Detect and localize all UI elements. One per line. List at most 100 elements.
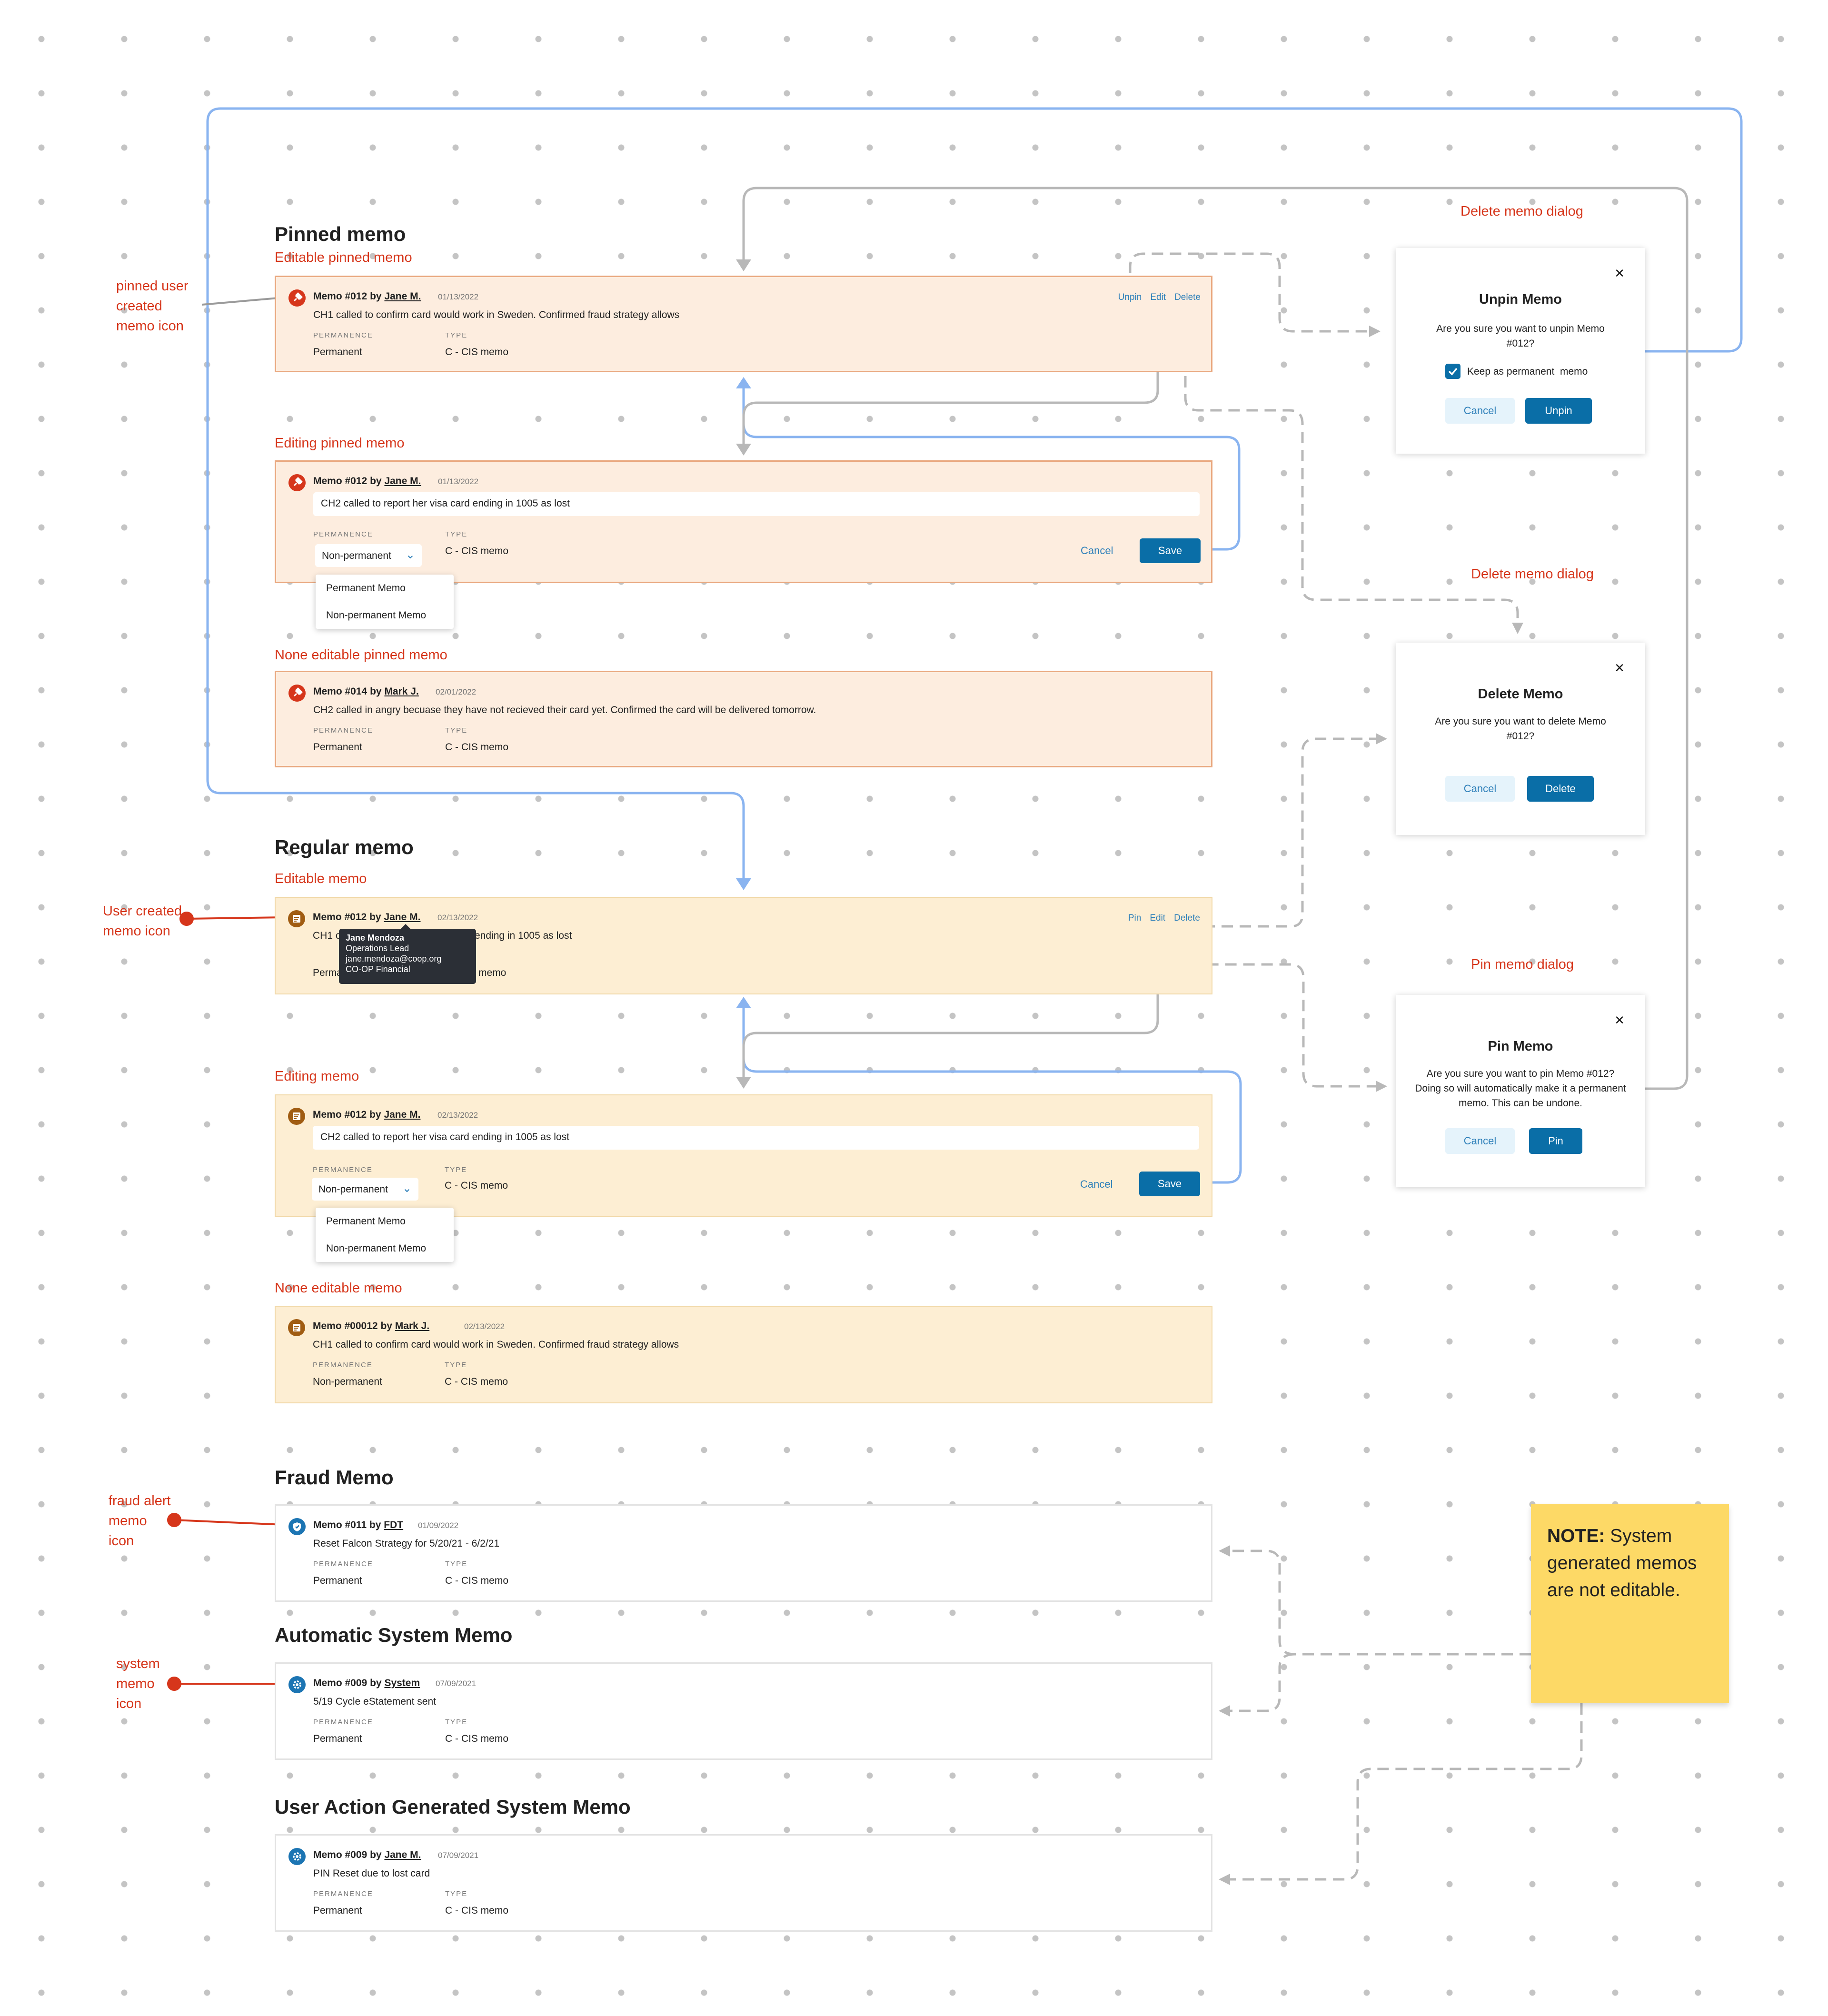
memo-body: Reset Falcon Strategy for 5/20/21 - 6/2/… <box>313 1538 500 1549</box>
system-memo-icon <box>288 1676 306 1693</box>
permanence-label: PERMANENCE <box>313 1560 373 1568</box>
unpin-link[interactable]: Unpin <box>1118 292 1142 302</box>
delete-button[interactable]: Delete <box>1527 776 1594 802</box>
annot-leader-pinned <box>201 297 284 306</box>
flow-edit-regular <box>742 928 1159 1082</box>
flow-edit-pinned <box>742 305 1159 448</box>
memo-header: Memo #00012 by Mark J. <box>313 1321 430 1331</box>
pinned-memo-icon <box>288 289 306 307</box>
permanence-dropdown: Permanent Memo Non-permanent Memo <box>316 575 454 629</box>
permanence-value: Permanent <box>313 1905 362 1916</box>
dropdown-option-nonpermanent[interactable]: Non-permanent Memo <box>326 1243 427 1254</box>
auto-system-section-title: Automatic System Memo <box>275 1624 513 1646</box>
author-link[interactable]: Mark J. <box>395 1321 430 1331</box>
close-icon[interactable]: × <box>1615 1011 1624 1029</box>
author-link[interactable]: Mark J. <box>384 686 419 697</box>
memo-header: Memo #012 by Jane M. <box>313 912 421 923</box>
type-label: TYPE <box>445 1560 468 1568</box>
memo-text-input[interactable]: CH2 called to report her visa card endin… <box>313 1126 1199 1150</box>
delete-link[interactable]: Delete <box>1174 292 1201 302</box>
permanence-value: Non-permanent <box>313 1376 382 1387</box>
memo-text-input[interactable]: CH2 called to report her visa card endin… <box>313 492 1200 516</box>
chevron-down-icon: ⌄ <box>402 1182 412 1195</box>
permanence-value: Permanent <box>313 1733 362 1744</box>
flow-save-regular <box>742 1003 1242 1184</box>
close-icon[interactable]: × <box>1615 264 1624 282</box>
delete-memo-dialog: × Delete Memo Are you sure you want to d… <box>1396 643 1645 835</box>
save-button[interactable]: Save <box>1139 1172 1200 1196</box>
unpin-memo-dialog: × Unpin Memo Are you sure you want to un… <box>1396 248 1645 454</box>
dialog-body: Are you sure you want to unpin Memo #012… <box>1436 323 1605 349</box>
annot-pinned-icon: pinned user created memo icon <box>116 278 189 334</box>
note-text: System generated memos are not editable. <box>1547 1526 1697 1600</box>
permanence-value-partial: Perma <box>313 967 342 978</box>
edit-link[interactable]: Edit <box>1150 913 1166 923</box>
save-button[interactable]: Save <box>1140 538 1201 563</box>
pin-link[interactable]: Pin <box>1128 913 1142 923</box>
note-prefix: NOTE: <box>1547 1526 1605 1546</box>
type-value: C - CIS memo <box>445 546 509 556</box>
permanence-select[interactable]: Non-permanent⌄ <box>312 1178 418 1201</box>
dropdown-option-permanent[interactable]: Permanent Memo <box>326 1216 406 1227</box>
cancel-button[interactable]: Cancel <box>1445 398 1515 424</box>
author-link[interactable]: Jane M. <box>384 1109 421 1120</box>
memo-date: 02/13/2022 <box>464 1322 505 1331</box>
tooltip-email[interactable]: jane.mendoza@coop.org <box>346 954 442 963</box>
author-link[interactable]: System <box>384 1678 420 1688</box>
type-label: TYPE <box>445 1361 467 1369</box>
author-link[interactable]: FDT <box>384 1519 404 1530</box>
permanence-label: PERMANENCE <box>313 1166 373 1174</box>
dialog-body: Are you sure you want to delete Memo #01… <box>1435 716 1606 742</box>
editing-memo-label: Editing memo <box>275 1069 359 1084</box>
annot-fraud-icon: fraud alert memo icon <box>109 1493 171 1549</box>
permanence-dropdown: Permanent Memo Non-permanent Memo <box>316 1208 454 1262</box>
permanence-value: Permanent <box>313 347 362 358</box>
dialog-title: Delete Memo <box>1478 686 1563 702</box>
author-tooltip: Jane Mendoza Operations Lead jane.mendoz… <box>339 924 476 984</box>
annot-user-icon: User created memo icon <box>103 904 182 939</box>
memo-date: 07/09/2021 <box>438 1851 479 1860</box>
noneditable-memo-label: None editable memo <box>275 1281 402 1296</box>
type-value: C - CIS memo <box>445 1733 509 1744</box>
edit-link[interactable]: Edit <box>1150 292 1166 302</box>
annot-leader-fraud <box>174 1519 284 1526</box>
permanence-label: PERMANENCE <box>313 530 373 538</box>
dropdown-option-nonpermanent[interactable]: Non-permanent Memo <box>326 610 427 621</box>
permanence-label: PERMANENCE <box>313 1361 373 1369</box>
flow-arrow-regular <box>736 878 751 890</box>
permanence-label: PERMANENCE <box>313 1890 373 1898</box>
pin-button[interactable]: Pin <box>1529 1128 1582 1154</box>
unpin-button[interactable]: Unpin <box>1525 398 1592 424</box>
type-value: C - CIS memo <box>445 1180 508 1191</box>
memo-card-user-action-system: Memo #009 by Jane M. 07/09/2021 PIN Rese… <box>275 1834 1212 1932</box>
close-icon[interactable]: × <box>1615 659 1624 677</box>
editing-pinned-label: Editing pinned memo <box>275 436 405 451</box>
type-label: TYPE <box>445 726 468 735</box>
cancel-button[interactable]: Cancel <box>1445 776 1515 802</box>
dropdown-option-permanent[interactable]: Permanent Memo <box>326 583 406 594</box>
editable-memo-label: Editable memo <box>275 871 367 886</box>
author-link[interactable]: Jane M. <box>384 291 421 302</box>
author-link[interactable]: Jane M. <box>384 912 421 923</box>
cancel-button[interactable]: Cancel <box>1081 545 1113 556</box>
tooltip-org: CO-OP Financial <box>346 964 410 974</box>
delete-link[interactable]: Delete <box>1174 913 1200 923</box>
system-memo-icon <box>288 1848 306 1865</box>
pin-dialog-caption: Pin memo dialog <box>1471 957 1574 972</box>
cancel-button[interactable]: Cancel <box>1080 1178 1113 1190</box>
flow-note-to-system <box>1226 1653 1295 1712</box>
type-value: C - CIS memo <box>445 1575 509 1586</box>
annot-system-icon: system memo icon <box>116 1656 160 1711</box>
author-link[interactable]: Jane M. <box>384 1849 421 1860</box>
permanence-select[interactable]: Non-permanent⌄ <box>315 544 422 567</box>
user-memo-icon <box>288 910 305 927</box>
permanence-label: PERMANENCE <box>313 1718 373 1726</box>
system-memo-note: NOTE: System generated memos are not edi… <box>1531 1504 1729 1703</box>
flow-save-pinned <box>742 384 1241 551</box>
memo-header: Memo #011 by FDT <box>313 1519 404 1530</box>
author-link[interactable]: Jane M. <box>384 476 421 487</box>
keep-permanent-checkbox[interactable] <box>1445 364 1460 379</box>
cancel-button[interactable]: Cancel <box>1445 1128 1515 1154</box>
type-value: C - CIS memo <box>445 1376 508 1387</box>
